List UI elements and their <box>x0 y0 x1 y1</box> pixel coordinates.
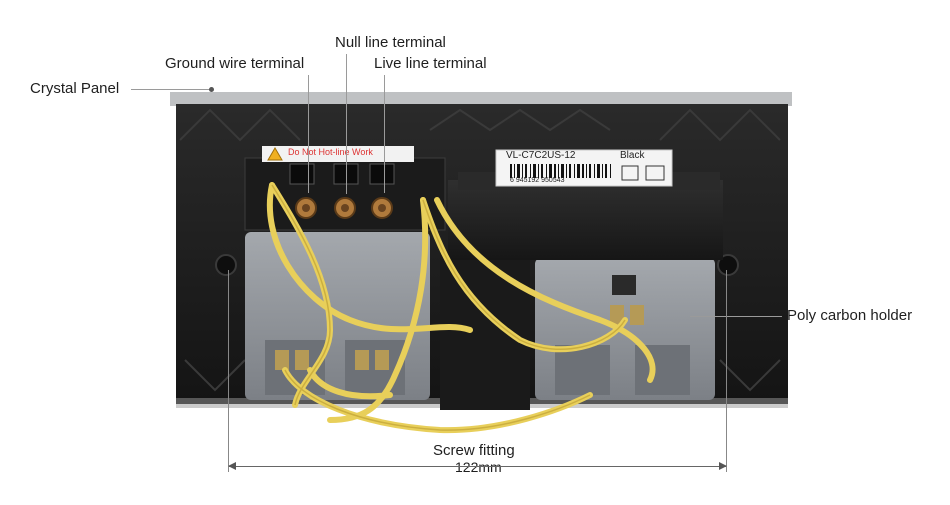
warning-sticker <box>262 146 414 162</box>
dimension-arrow-left <box>228 462 236 470</box>
null-line-terminal-label: Null line terminal <box>335 34 446 51</box>
poly-carbon-holder-label: Poly carbon holder <box>787 307 913 324</box>
barcode <box>510 164 611 178</box>
live-line-leader <box>384 75 385 193</box>
screw-fitting-label: Screw fitting <box>433 442 515 459</box>
dimension-tick-left <box>228 270 229 472</box>
dimension-tick-right <box>726 270 727 472</box>
barcode-number-text: 6 945192 950543 <box>510 177 565 184</box>
plate-texture <box>179 108 781 392</box>
color-label-text: Black <box>620 150 645 161</box>
crystal-panel <box>170 92 792 106</box>
control-box <box>448 180 723 260</box>
crystal-panel-label: Crystal Panel <box>30 80 120 97</box>
ground-wire-leader <box>308 75 309 193</box>
ground-wire-terminal-label: Ground wire terminal <box>165 55 305 72</box>
null-line-leader <box>346 54 347 194</box>
live-line-terminal-label: Live line terminal <box>374 55 487 72</box>
warning-sticker-text: Do Not Hot-line Work <box>288 147 373 157</box>
poly-carbon-leader <box>690 316 782 317</box>
screw-hole-left <box>215 254 237 276</box>
dimension-label: 122mm <box>455 459 502 475</box>
crystal-panel-dot <box>209 87 214 92</box>
dimension-line <box>228 466 726 467</box>
dimension-arrow-right <box>719 462 727 470</box>
model-label-text: VL-C7C2US-12 <box>506 150 576 161</box>
crystal-panel-leader <box>131 89 211 90</box>
